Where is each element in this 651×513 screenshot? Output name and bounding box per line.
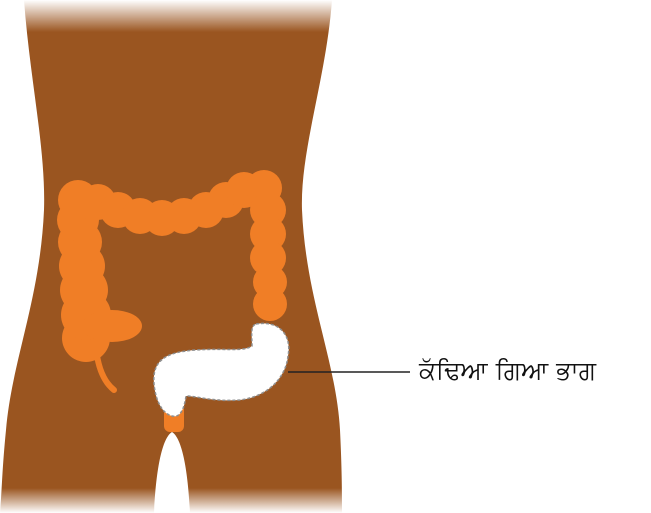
bottom-fade <box>0 488 651 513</box>
torso-silhouette <box>0 0 342 513</box>
removed-section-label: ਕੱਢਿਆ ਗਿਆ ਭਾਗ <box>419 358 596 383</box>
top-fade <box>0 0 651 32</box>
